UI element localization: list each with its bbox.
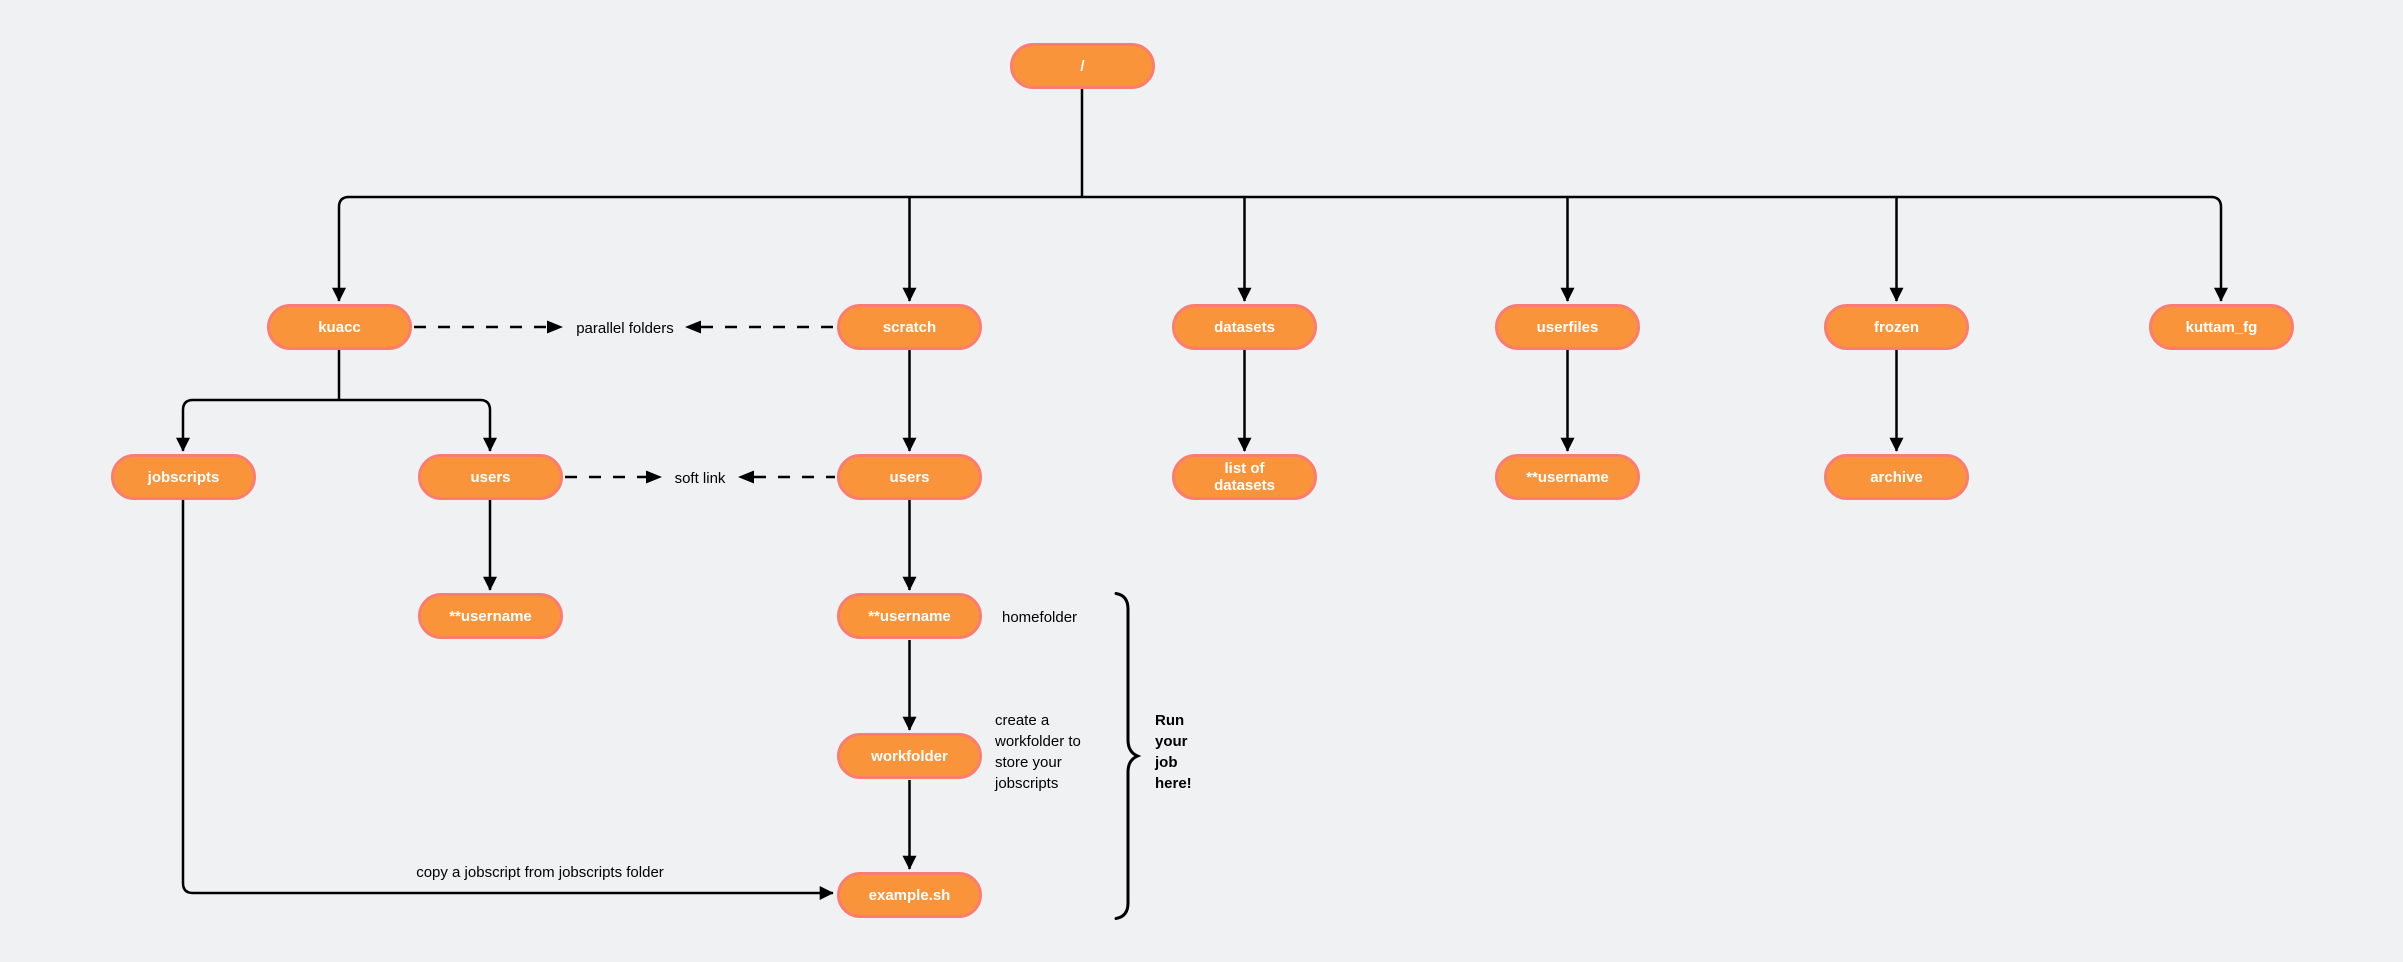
node-kuttam-fg: kuttam_fg [2149,304,2294,350]
note-line: job [1155,754,1178,771]
note-line: create a [995,712,1050,729]
note-line: Run [1155,712,1185,729]
node-datasets: datasets [1172,304,1317,350]
note-line: jobscripts [995,775,1059,792]
node-archive: archive [1824,454,1969,500]
edge-jobscripts-example [181,500,834,900]
note-line: your [1155,733,1188,750]
edge-kuacc-jobscripts [176,398,339,452]
arrowhead-softlink-right [738,470,754,484]
arrowhead-parallel-left [547,320,563,334]
note-line: here! [1155,775,1192,792]
node-userfiles: userfiles [1495,304,1640,350]
arrowhead-softlink-left [646,470,662,484]
node-username-kuacc: **username [418,593,563,639]
edge-root-kuttamfg [1082,195,2228,302]
curly-brace [1114,592,1142,920]
node-list-of-datasets: list of datasets [1172,454,1317,500]
node-root: / [1010,43,1155,89]
node-example-sh: example.sh [837,872,982,918]
homefolder-label: homefolder [1002,609,1078,626]
parallel-folders-label: parallel folders [576,320,674,337]
node-workfolder: workfolder [837,733,982,779]
node-username-userfiles: **username [1495,454,1640,500]
soft-link-label: soft link [674,470,726,487]
note-line: workfolder to [995,733,1081,750]
node-jobscripts: jobscripts [111,454,256,500]
node-frozen: frozen [1824,304,1969,350]
copy-jobscript-label: copy a jobscript from jobscripts folder [416,864,664,881]
arrowhead-parallel-right [685,320,701,334]
edge-kuacc-users [339,398,497,452]
node-username-scratch: **username [837,593,982,639]
node-scratch: scratch [837,304,982,350]
node-users-scratch: users [837,454,982,500]
run-job-note: Run your job here! [1155,710,1192,794]
create-workfolder-note: create a workfolder to store your jobscr… [995,710,1081,794]
node-users-kuacc: users [418,454,563,500]
note-line: store your [995,754,1062,771]
edge-root-kuacc [332,195,1082,302]
node-kuacc: kuacc [267,304,412,350]
